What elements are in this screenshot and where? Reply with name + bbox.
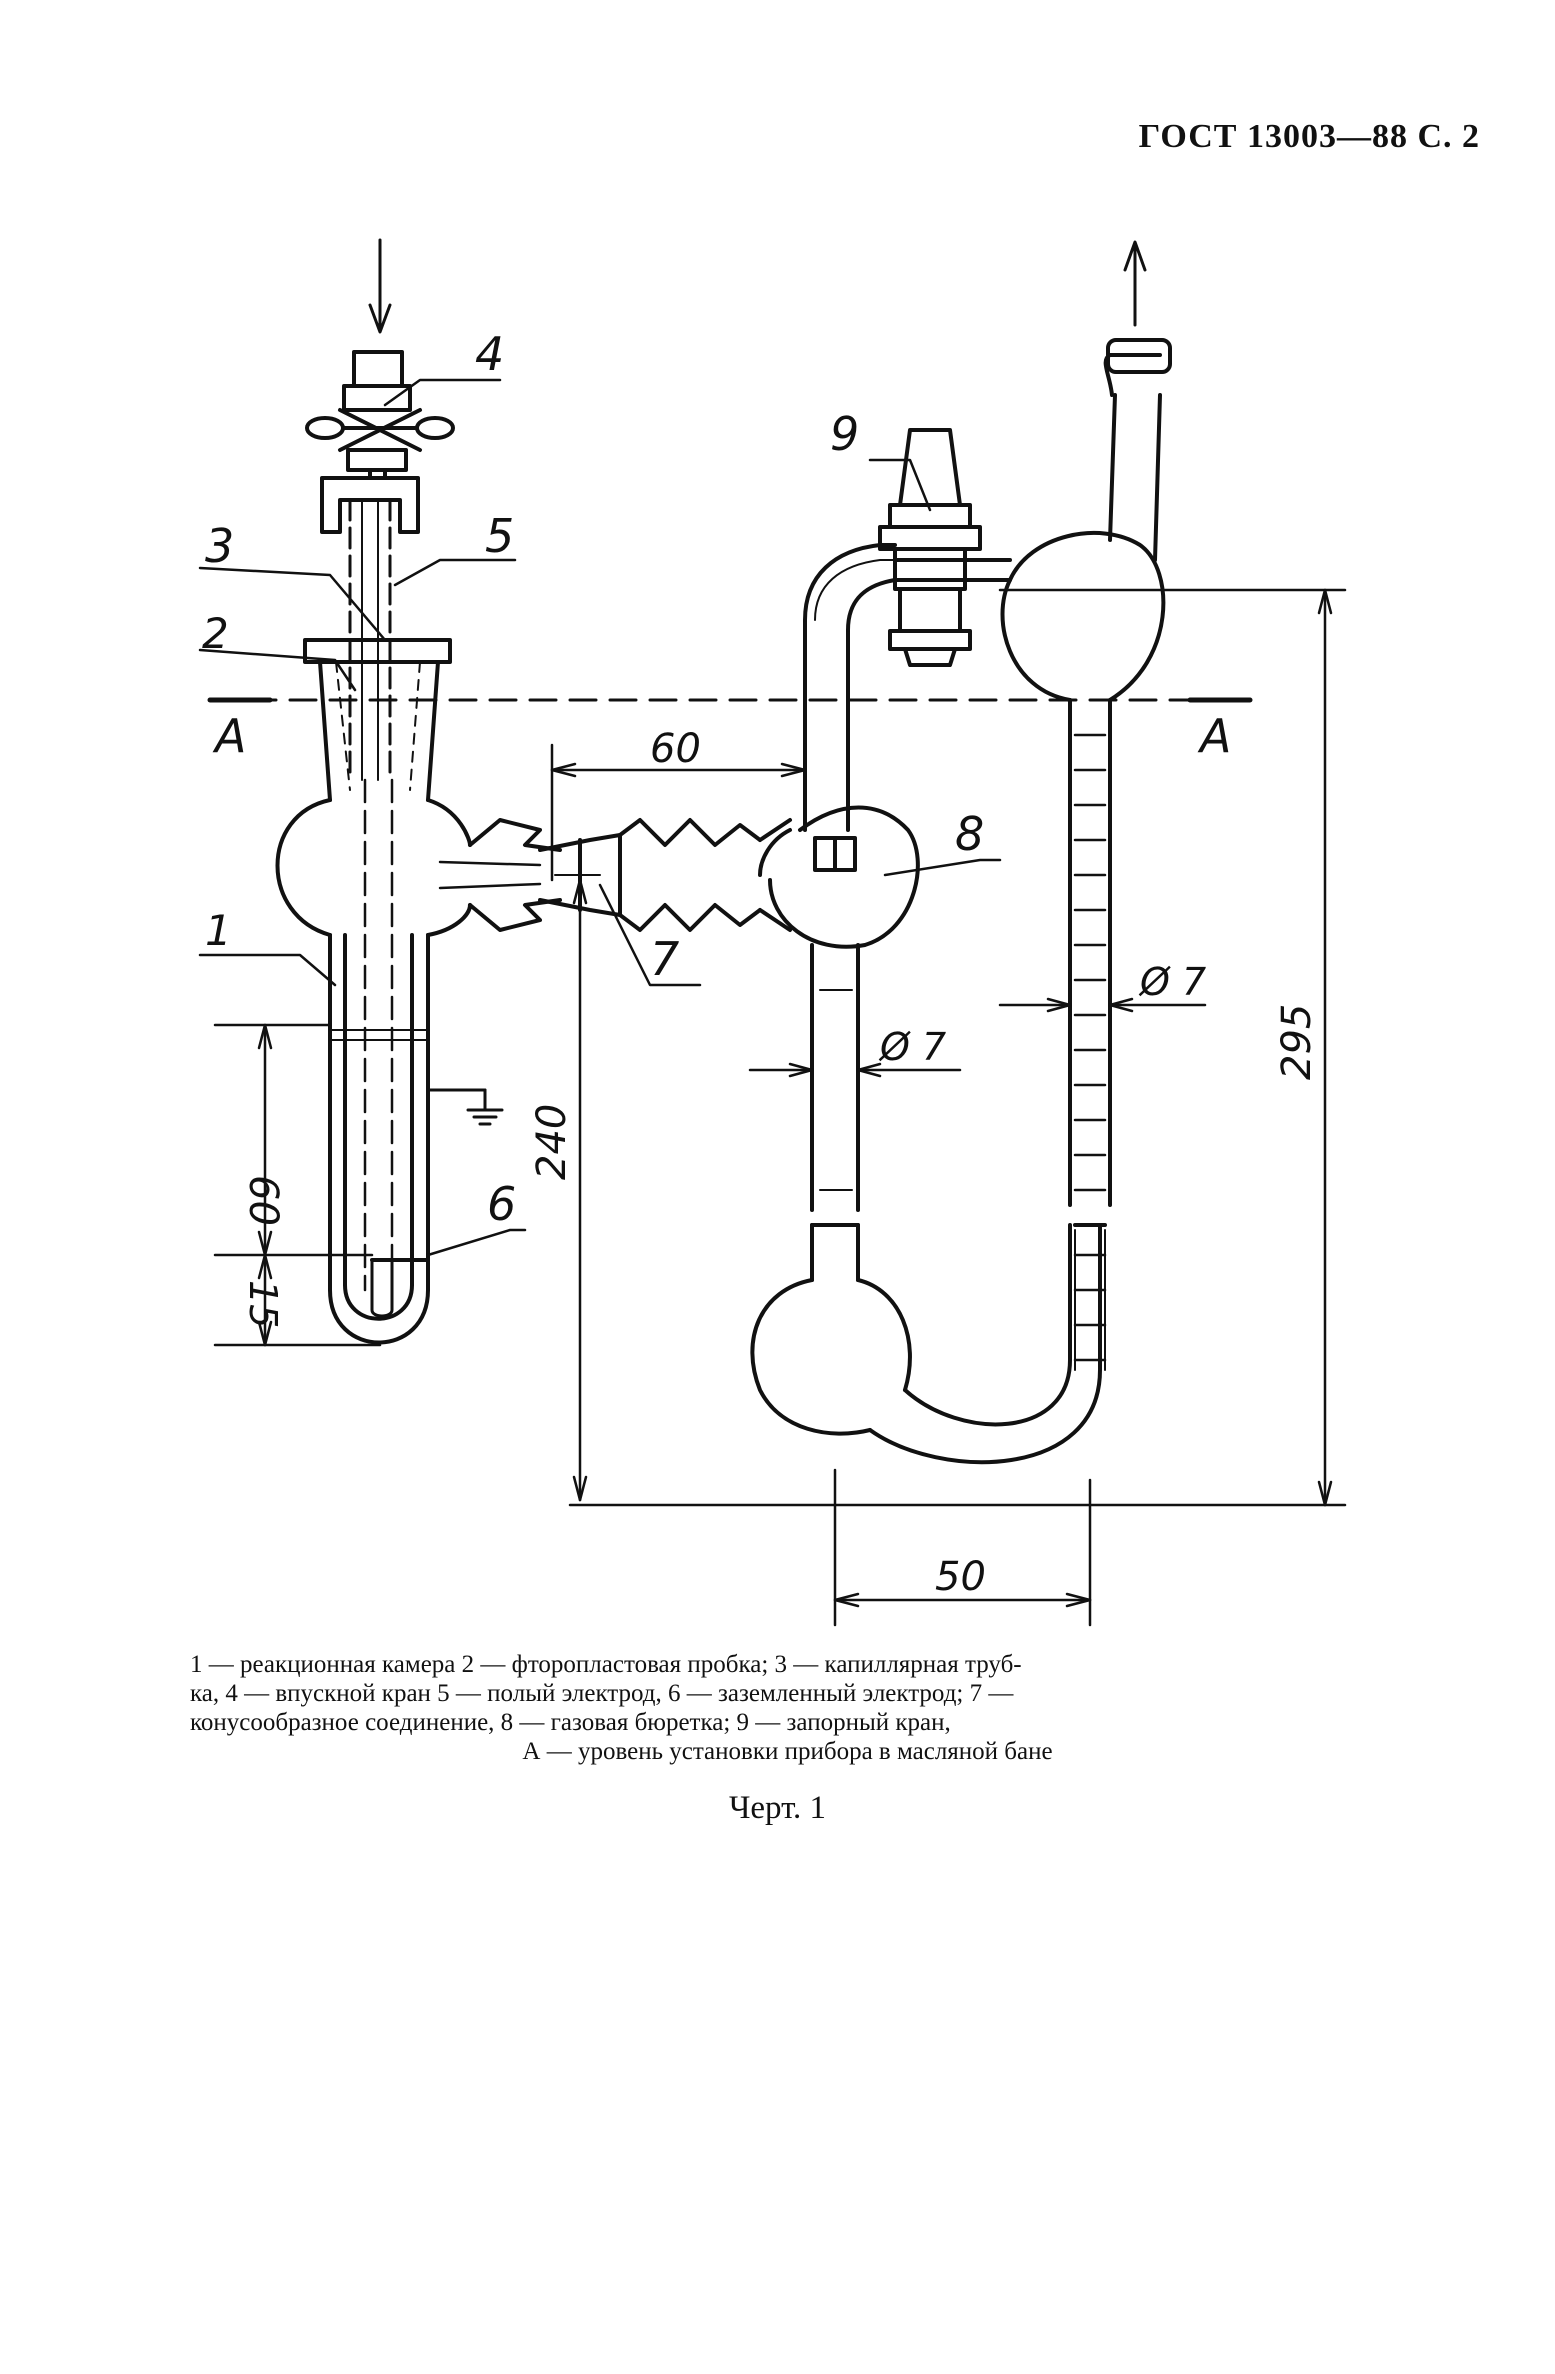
figure-caption: 1 — реакционная камера 2 — фторопластова… xyxy=(190,1650,1385,1766)
dim-15: 15 xyxy=(241,1280,285,1328)
dim-60-left: 60 xyxy=(240,1175,286,1226)
cone-joint xyxy=(438,818,792,932)
graduated-tube xyxy=(1000,338,1172,1371)
inlet-arrow-icon xyxy=(368,238,392,334)
page-header: ГОСТ 13003—88 С. 2 xyxy=(1138,118,1480,155)
label-4: 4 xyxy=(475,327,504,381)
gas-burette xyxy=(750,543,1102,1465)
label-9: 9 xyxy=(830,407,859,461)
dim-60-top: 60 xyxy=(650,726,701,772)
label-8: 8 xyxy=(955,807,984,861)
label-5: 5 xyxy=(485,509,514,563)
caption-line-2: ка, 4 — впускной кран 5 — полый электрод… xyxy=(190,1680,1014,1707)
label-3: 3 xyxy=(205,519,234,573)
label-1: 1 xyxy=(205,906,232,955)
dim-50: 50 xyxy=(935,1554,986,1600)
dim-dia7-right: Ø 7 xyxy=(1138,960,1206,1004)
label-2: 2 xyxy=(202,609,229,658)
dim-295: 295 xyxy=(1274,1004,1320,1080)
label-7: 7 xyxy=(650,932,679,986)
part-labels: 1 2 3 4 5 6 7 8 9 A A xyxy=(202,327,1231,1231)
outlet-arrow-icon xyxy=(1123,240,1147,327)
shutoff-valve xyxy=(878,428,1012,667)
dimension-labels: 60 60 15 240 295 50 Ø 7 Ø 7 xyxy=(240,726,1320,1600)
dim-dia7-left: Ø 7 xyxy=(878,1025,946,1069)
label-a-left: A xyxy=(212,709,246,763)
dim-240: 240 xyxy=(529,1104,575,1180)
dimension-lines xyxy=(213,588,1347,1627)
inlet-valve xyxy=(305,350,455,480)
label-a-right: A xyxy=(1197,709,1231,763)
leader-lines xyxy=(198,378,1002,1257)
caption-line-4: А — уровень установки прибора в масляной… xyxy=(522,1738,1053,1765)
caption-line-1: 1 — реакционная камера 2 — фторопластова… xyxy=(190,1651,1022,1678)
caption-line-3: конусообразное соединение, 8 — газовая б… xyxy=(190,1709,951,1736)
label-6: 6 xyxy=(487,1177,516,1231)
hollow-electrode xyxy=(320,476,420,782)
figure-title: Черт. 1 xyxy=(728,1790,827,1826)
ground-icon xyxy=(426,1088,504,1126)
reaction-chamber xyxy=(275,638,472,1345)
